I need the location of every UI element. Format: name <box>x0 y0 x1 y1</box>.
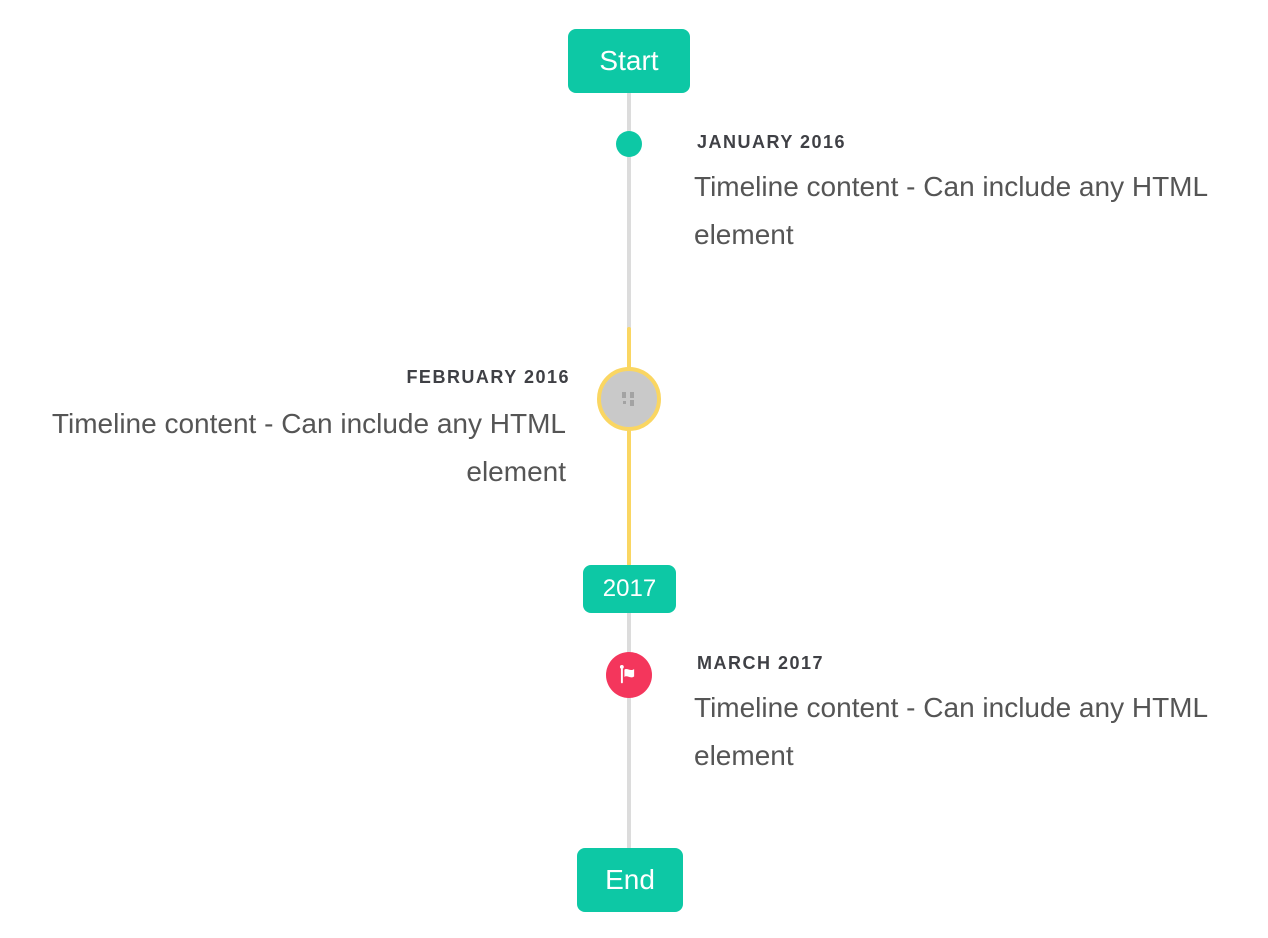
item-content-february: Timeline content - Can include any HTML … <box>51 408 566 487</box>
flag-icon <box>618 664 640 686</box>
start-button[interactable]: Start <box>568 29 690 93</box>
item-title-march: MARCH 2017 <box>697 653 825 673</box>
end-button[interactable]: End <box>577 848 683 912</box>
timeline-image-marker-february[interactable] <box>597 367 661 431</box>
item-content-march: Timeline content - Can include any HTML … <box>694 692 1208 771</box>
year-badge[interactable]: 2017 <box>583 565 676 613</box>
item-title-february: FEBRUARY 2016 <box>406 367 570 387</box>
timeline-dot-marker-january <box>616 131 642 157</box>
timeline-line-active-segment <box>627 327 631 566</box>
item-title-january: JANUARY 2016 <box>697 132 847 152</box>
broken-image-icon <box>622 392 636 406</box>
timeline-flag-marker-march[interactable] <box>606 652 652 698</box>
item-content-january: Timeline content - Can include any HTML … <box>694 171 1208 250</box>
